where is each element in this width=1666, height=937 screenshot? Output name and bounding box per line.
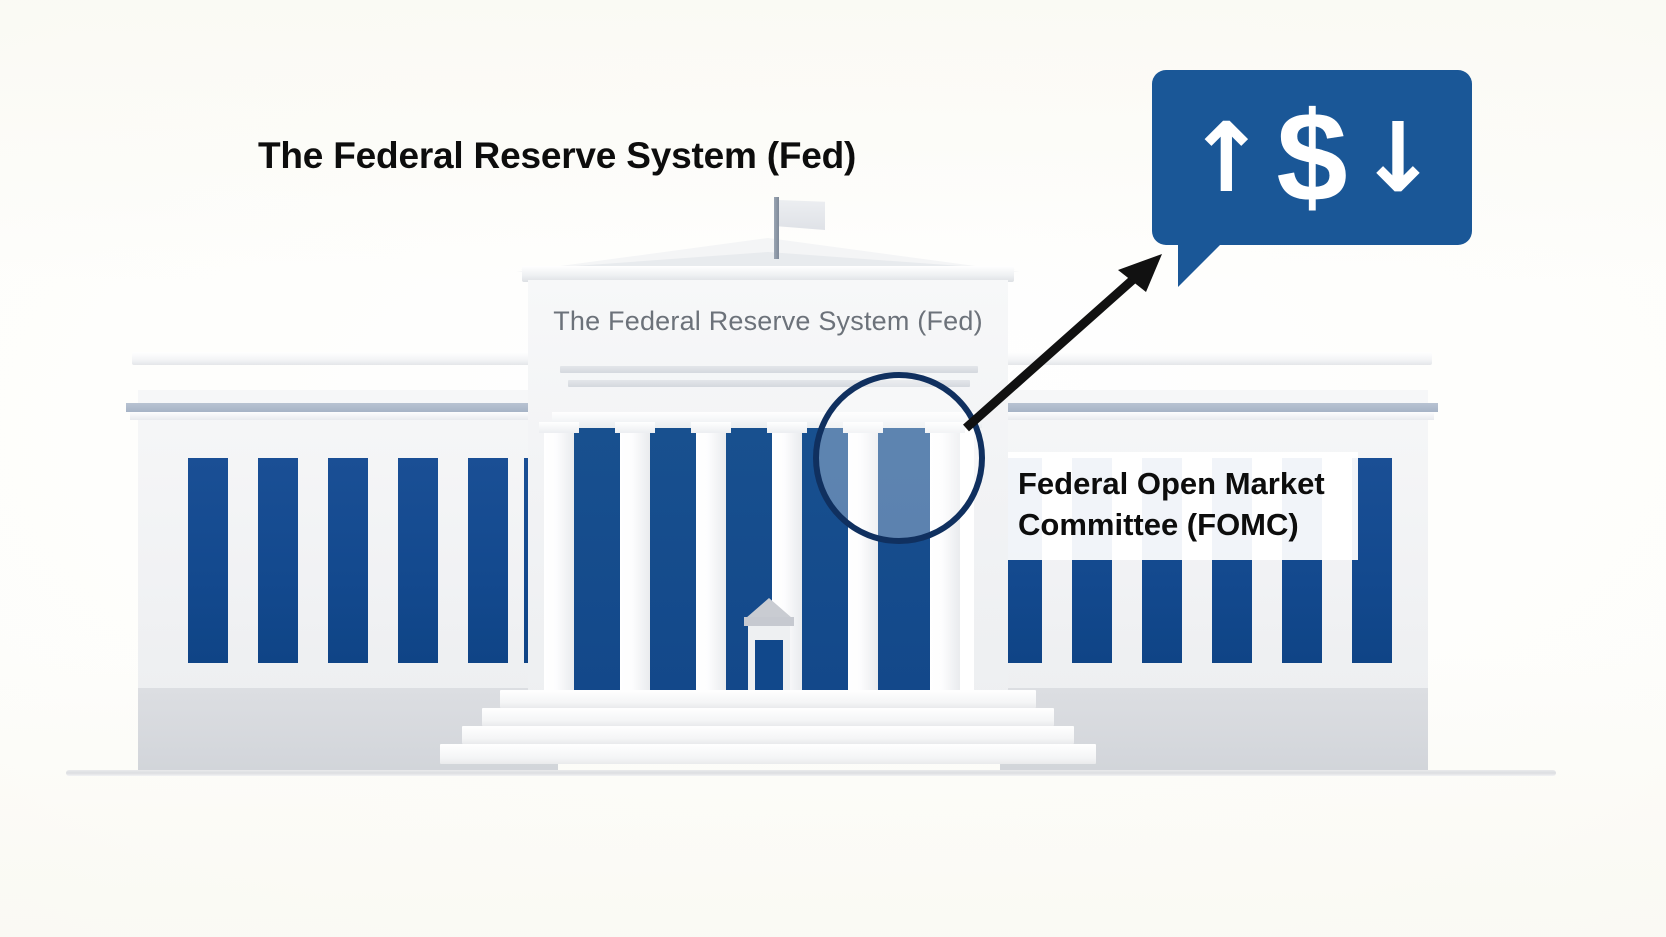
step (500, 690, 1036, 708)
entablature-band (568, 380, 970, 387)
entrance-door (755, 640, 783, 690)
ground-line (66, 770, 1556, 776)
left-wing-cornice (132, 352, 562, 365)
column (691, 422, 731, 690)
speech-bubble: ↑ $ ↓ (1152, 70, 1472, 245)
page-title: The Federal Reserve System (Fed) (258, 135, 857, 176)
step (440, 744, 1096, 764)
entrance-pediment (746, 598, 792, 618)
flag-pole (774, 197, 779, 259)
colonnade-gap (574, 428, 626, 690)
down-arrow-icon: ↓ (1357, 101, 1439, 214)
window-bar (328, 458, 368, 663)
step (462, 726, 1074, 744)
window-bar (188, 458, 228, 663)
bubble-symbols: ↑ $ ↓ (1185, 85, 1439, 229)
window-bar (468, 458, 508, 663)
column (615, 422, 655, 690)
fomc-callout-label: Federal Open Market Committee (FOMC) (1008, 452, 1358, 560)
center-cornice (522, 266, 1014, 282)
entrance-lintel (744, 617, 794, 626)
left-wing-cornice-band (126, 403, 564, 412)
left-wing-cornice-lip (130, 412, 562, 420)
speech-bubble-tail (1178, 243, 1222, 287)
facade-inscription: The Federal Reserve System (Fed) (553, 306, 983, 336)
entablature-band (560, 366, 978, 373)
right-wing-cornice-lip (996, 412, 1434, 420)
column (539, 422, 579, 690)
up-arrow-icon: ↑ (1185, 101, 1267, 214)
flag-icon (779, 200, 825, 230)
right-wing-cornice (996, 352, 1432, 365)
step (482, 708, 1054, 726)
right-wing-cornice-band (996, 403, 1438, 412)
pediment-shadow (520, 252, 1016, 270)
window-bar (1352, 458, 1392, 663)
colonnade-gap (650, 428, 702, 690)
window-bar (398, 458, 438, 663)
window-bar (258, 458, 298, 663)
dollar-sign-icon: $ (1276, 85, 1348, 229)
magnifier-circle-icon (813, 372, 985, 544)
callout-arrow-icon (963, 254, 1162, 432)
